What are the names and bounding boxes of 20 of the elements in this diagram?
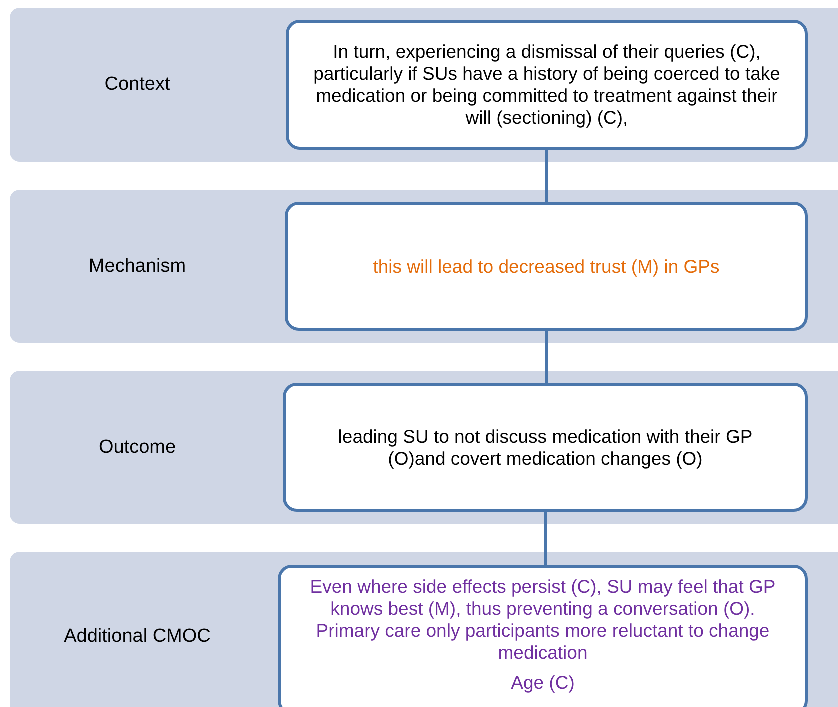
row-band	[10, 190, 838, 343]
connector-line	[544, 512, 547, 565]
row-band	[10, 8, 838, 162]
row-band	[10, 371, 838, 524]
row-label: Outcome	[98, 436, 178, 458]
row-label: Mechanism	[88, 256, 188, 278]
text-box	[278, 565, 808, 707]
row-band	[10, 552, 838, 707]
text-box	[285, 202, 808, 331]
box-text: Even where side effects persist (C), SU may feel that GP knows best (M), thus preventing a conversation (O). Primary care only participants more reluctant to change medication	[309, 576, 777, 664]
box-text: In turn, experiencing a dismissal of their queries (C), particularly if SUs have a history of being coerced to take medication or being committed to treatment against their will (sectioning) (C),	[312, 41, 782, 129]
box-text: leading SU to not discuss medication with their GP (O)and covert medication changes (O)	[337, 426, 754, 470]
connector-line	[545, 331, 548, 383]
connector-line	[546, 150, 548, 202]
box-text: Age (C)	[511, 672, 575, 694]
text-box	[286, 20, 808, 150]
text-box	[283, 383, 808, 512]
row-label: Context	[104, 74, 172, 96]
box-text: this will lead to decreased trust (M) in GPs	[373, 256, 720, 278]
row-label: Additional CMOC	[63, 626, 212, 648]
